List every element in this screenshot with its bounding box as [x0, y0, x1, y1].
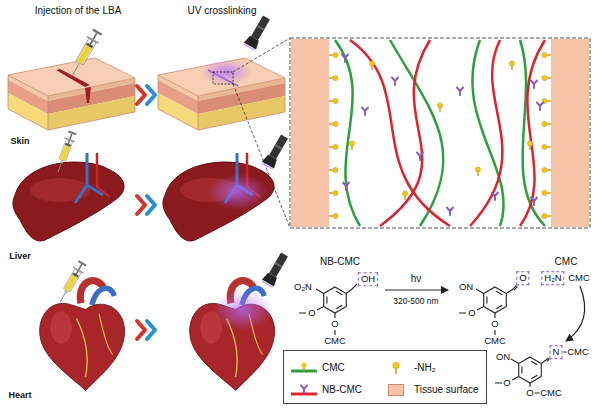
- organ-name: Skin: [10, 137, 29, 146]
- reaction-condition: 320-500 nm: [393, 297, 438, 306]
- tissue-surface: [291, 39, 329, 227]
- chemical-bonds: [459, 285, 518, 335]
- atom-label: O: [516, 271, 529, 285]
- tissue-surface: [551, 39, 589, 227]
- skin-block: [8, 58, 135, 130]
- legend-text: Tissue surface: [414, 385, 479, 395]
- incision: [85, 87, 91, 103]
- liver: [13, 153, 124, 241]
- panel-heading: UV crosslinking: [188, 6, 257, 16]
- legend-text: NB-CMC: [322, 385, 362, 395]
- atom-label: O: [331, 319, 338, 329]
- skin-block: [158, 58, 285, 130]
- uv-glow: [213, 290, 273, 330]
- heart: [190, 281, 275, 391]
- step-chevron: [137, 321, 155, 339]
- legend-entry: NB-CMC: [290, 382, 362, 398]
- atom-label: N: [550, 345, 563, 359]
- compound-name: NB-CMC: [320, 257, 360, 267]
- legend-text: CMC: [322, 363, 345, 373]
- benzene-ring: [519, 357, 542, 383]
- atom-label: H₂N: [541, 271, 564, 285]
- atom-label: O: [491, 319, 498, 329]
- uv-glow: [208, 174, 268, 210]
- legend-box: CMC -NH₂ NB-CMC Tissue surface: [283, 350, 487, 404]
- step-chevron: [137, 86, 155, 104]
- organ-name: Liver: [9, 252, 31, 261]
- polymer-network: [335, 40, 545, 226]
- zoom-box: [290, 38, 590, 228]
- uv-glow: [200, 59, 252, 85]
- legend-sample: [290, 361, 318, 375]
- amine-groups: [329, 52, 551, 218]
- atom-label: ON: [496, 352, 510, 362]
- nitrosobenzaldehyde-groups: [342, 55, 543, 216]
- atom-label: CMC: [484, 336, 506, 346]
- panel-heading: Injection of the LBA: [35, 6, 122, 16]
- syringe: [53, 130, 78, 174]
- incision: [56, 69, 90, 87]
- benzene-ring: [324, 287, 347, 313]
- zoom-frame: [213, 72, 233, 84]
- uv-lamp: [261, 251, 291, 288]
- reaction-arrow: [385, 289, 448, 290]
- legend-sample: [290, 383, 318, 397]
- legend-text: -NH₂: [414, 363, 436, 373]
- uv-lamp: [243, 14, 273, 51]
- legend-entry: CMC: [290, 360, 345, 376]
- legend-entry: -NH₂: [382, 360, 436, 376]
- syringe: [55, 259, 88, 305]
- atom-label: O: [526, 388, 533, 398]
- atom-label: CMC: [568, 273, 590, 283]
- benzene-ring: [484, 287, 507, 313]
- atom-label: CMC: [540, 388, 562, 398]
- compound-name: CMC: [555, 257, 578, 267]
- atom-label: CMC: [567, 347, 589, 357]
- organ-name: Heart: [8, 391, 31, 400]
- nb-cmc-sample: [290, 383, 318, 397]
- atom-label: O: [308, 308, 315, 318]
- heart: [40, 281, 125, 391]
- atom-label: OH: [358, 272, 378, 286]
- uv-lamp: [261, 133, 291, 170]
- cmc-sample: [290, 361, 318, 375]
- atom-label: CMC: [324, 336, 346, 346]
- reaction-arrow: [566, 286, 585, 341]
- legend-swatch: [388, 384, 404, 396]
- atom-label: O: [468, 308, 475, 318]
- amine-sample: [382, 361, 410, 375]
- zoom-leader: [233, 38, 290, 72]
- atom-label: O₂N: [294, 282, 312, 292]
- legend-sample: [382, 361, 410, 375]
- syringe: [66, 28, 104, 80]
- atom-label: O: [503, 378, 510, 388]
- liver: [163, 153, 274, 241]
- atom-label: ON: [459, 282, 473, 292]
- reaction-condition: hν: [411, 274, 422, 284]
- legend-entry: Tissue surface: [382, 382, 479, 398]
- step-chevron: [137, 196, 155, 214]
